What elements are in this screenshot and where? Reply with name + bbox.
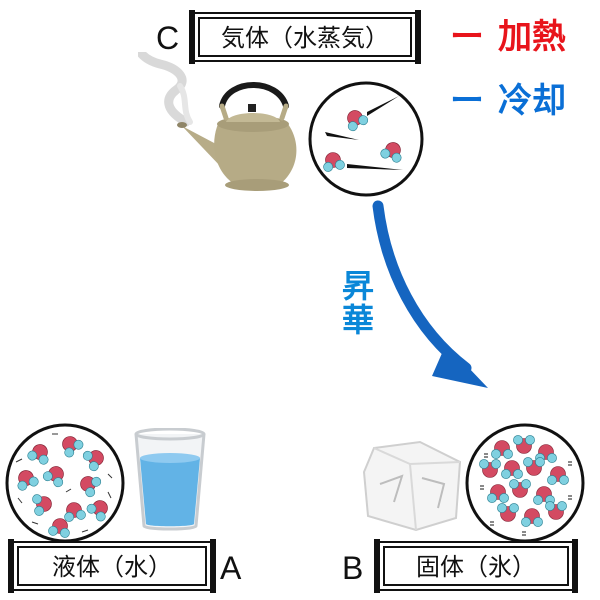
legend-heating-mark: ー — [450, 17, 484, 57]
gas-label-frame: 気体（水蒸気） — [189, 10, 421, 64]
gas-label: 気体（水蒸気） — [221, 24, 389, 52]
gas-molecule-circle — [308, 81, 424, 197]
kettle-icon — [138, 52, 297, 191]
legend-heating-label: 加熱 — [498, 17, 566, 57]
solid-molecule-circle — [465, 423, 585, 543]
water-glass-icon — [134, 428, 206, 531]
state-letter-b: B — [342, 550, 364, 586]
liquid-label-frame: 液体（水） — [8, 539, 216, 593]
legend-heating: ー加熱 — [450, 20, 566, 54]
sublimation-arrow — [372, 200, 488, 388]
liquid-label: 液体（水） — [52, 553, 172, 581]
ice-block-icon — [362, 440, 462, 532]
liquid-molecule-circle — [5, 423, 125, 543]
legend-cooling-label: 冷却 — [498, 81, 566, 121]
state-letter-a: A — [220, 550, 242, 586]
legend-cooling-mark: ー — [450, 81, 484, 121]
sublimation-label: 昇 華 — [338, 267, 378, 339]
sublimation-label-bottom: 華 — [341, 300, 374, 339]
state-letter-c: C — [156, 20, 180, 56]
solid-label-frame: 固体（氷） — [374, 539, 578, 593]
legend-cooling: ー冷却 — [450, 84, 566, 118]
solid-label: 固体（氷） — [416, 553, 536, 581]
sublimation-label-top: 昇 — [341, 267, 374, 305]
